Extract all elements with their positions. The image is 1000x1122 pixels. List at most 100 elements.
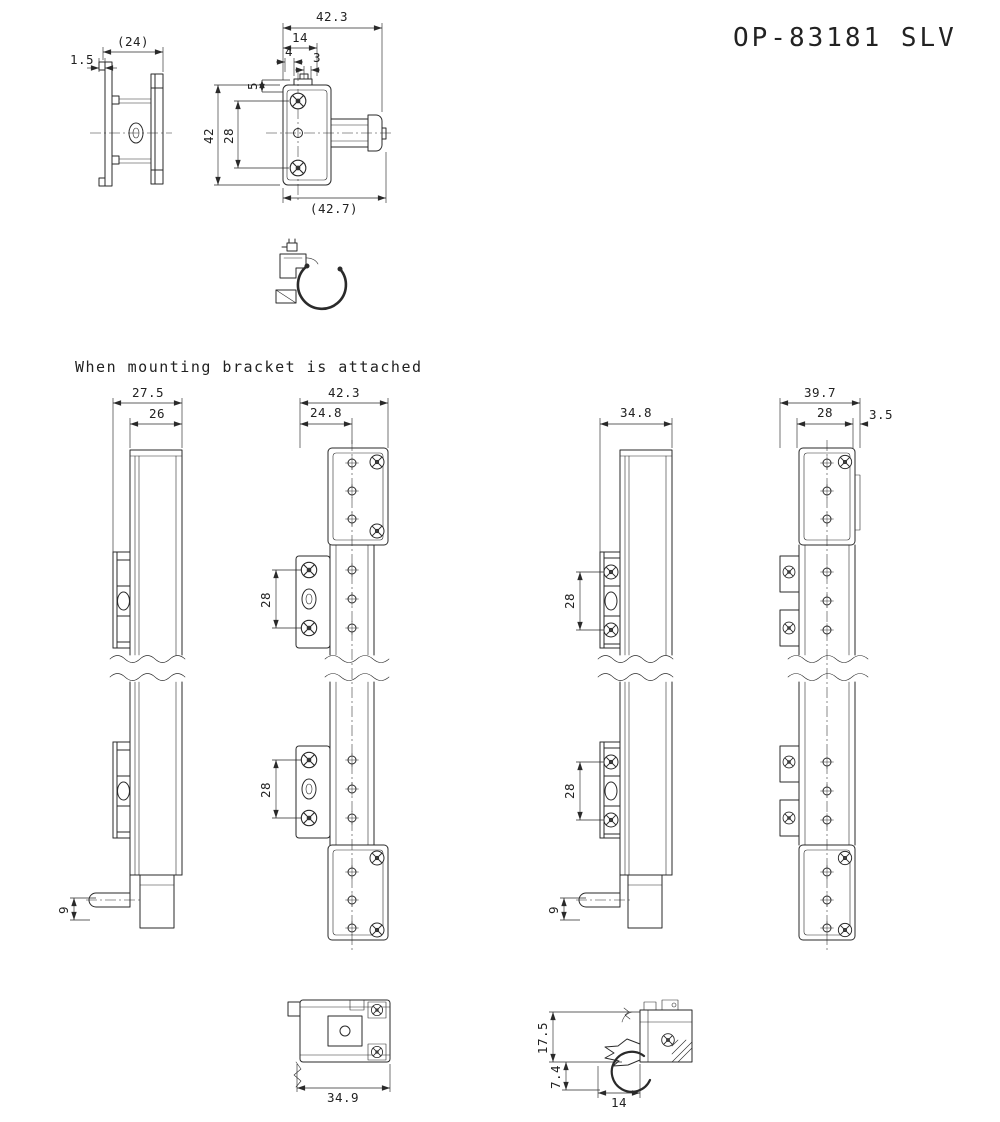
dim-edge-offset: 3.5 bbox=[869, 407, 893, 422]
attached-view-c: 34.8 28 bbox=[546, 405, 674, 929]
rail-body-upper bbox=[112, 449, 183, 656]
dim-body-width: 28 bbox=[817, 405, 833, 420]
hole-icon bbox=[820, 512, 834, 526]
rail-upper-block bbox=[327, 447, 389, 546]
dim-overall-width: 39.7 bbox=[804, 385, 836, 400]
dim-bracket-height: 17.5 bbox=[535, 1022, 550, 1054]
screw-icon bbox=[300, 809, 318, 827]
hole-icon bbox=[345, 484, 359, 498]
hole-icon bbox=[345, 512, 359, 526]
bottom-view-top: 34.9 bbox=[287, 999, 391, 1105]
hole-icon bbox=[820, 594, 834, 608]
hole-icon bbox=[820, 456, 834, 470]
screw-icon bbox=[603, 622, 619, 638]
side-view-dimension-lines bbox=[87, 47, 164, 72]
screw-icon bbox=[837, 454, 853, 470]
break-line bbox=[109, 673, 186, 681]
screw-icon bbox=[369, 850, 385, 866]
dim-overall-depth-ref: (42.7) bbox=[310, 201, 358, 216]
rail-body-lower bbox=[578, 681, 673, 929]
rail-body-lower bbox=[88, 681, 183, 929]
screw-icon bbox=[370, 1046, 384, 1058]
hole-icon bbox=[820, 921, 834, 935]
bracket-side-outline bbox=[604, 999, 693, 1093]
screw-icon bbox=[289, 92, 307, 110]
view-b-pitch-lower-dim bbox=[272, 759, 302, 819]
bracket-side-profile bbox=[98, 61, 164, 187]
dim-foot-height: 9 bbox=[546, 906, 561, 914]
rail-lower-block bbox=[327, 844, 389, 941]
view-d-dimension-lines bbox=[779, 398, 869, 448]
dim-screw-pitch: 28 bbox=[221, 128, 236, 144]
hole-icon bbox=[345, 893, 359, 907]
screw-icon bbox=[369, 922, 385, 938]
hole-icon bbox=[345, 921, 359, 935]
dim-overall-width: 27.5 bbox=[132, 385, 164, 400]
hole-icon bbox=[820, 865, 834, 879]
dim-width: 34.9 bbox=[327, 1090, 359, 1105]
wire-clip-arc bbox=[296, 264, 348, 311]
hole-icon bbox=[820, 565, 834, 579]
dim-overall-width: 34.8 bbox=[620, 405, 652, 420]
view-c-pitch-upper-dim bbox=[576, 571, 604, 631]
screw-icon bbox=[782, 621, 796, 635]
bottom-side-view-dims bbox=[549, 1011, 641, 1098]
hole-icon bbox=[345, 782, 359, 796]
screw-icon bbox=[369, 523, 385, 539]
dim-tab-width: 14 bbox=[292, 30, 308, 45]
dim-center-offset: 24.8 bbox=[310, 405, 342, 420]
view-c-pitch-lower-dim bbox=[576, 761, 604, 821]
dim-tab-width: 14 bbox=[611, 1095, 627, 1110]
rail-middle-upper bbox=[295, 544, 375, 656]
break-line bbox=[597, 673, 674, 681]
dim-clip-drop: 7.4 bbox=[548, 1065, 563, 1089]
wire-clip-arc bbox=[610, 1050, 652, 1093]
screw-icon bbox=[300, 561, 318, 579]
screw-icon bbox=[837, 922, 853, 938]
dim-offset-top: 5 bbox=[245, 82, 260, 90]
view-a-dimension-lines bbox=[112, 398, 183, 555]
front-view-dimension-lines bbox=[214, 23, 387, 203]
screw-icon bbox=[603, 564, 619, 580]
part-number-title: OP-83181 SLV bbox=[733, 23, 957, 53]
rail-lower-block bbox=[798, 844, 856, 941]
dim-screw-pitch-upper: 28 bbox=[562, 593, 577, 609]
break-line bbox=[324, 673, 390, 681]
view-b-dimension-lines bbox=[299, 398, 389, 448]
attached-view-b: 42.3 24.8 28 bbox=[258, 385, 390, 952]
detail-front-view: 42.3 14 4 3 5 42 28 (42.7) bbox=[201, 9, 394, 216]
hole-icon bbox=[345, 621, 359, 635]
attached-view-d: 39.7 28 3.5 bbox=[779, 385, 893, 952]
hole-icon bbox=[820, 813, 834, 827]
rail-middle-upper bbox=[779, 544, 856, 656]
view-b-pitch-upper-dim bbox=[272, 569, 302, 629]
screw-icon bbox=[300, 619, 318, 637]
hole-icon bbox=[345, 811, 359, 825]
hole-icon bbox=[820, 784, 834, 798]
hole-icon bbox=[345, 592, 359, 606]
dim-height: 42 bbox=[201, 128, 216, 144]
hole-icon bbox=[820, 755, 834, 769]
hole-icon bbox=[820, 623, 834, 637]
dim-screw-pitch-lower: 28 bbox=[258, 782, 273, 798]
bracket-front-profile bbox=[282, 73, 387, 186]
dim-width-ref: (24) bbox=[117, 34, 149, 49]
dim-overall-width: 42.3 bbox=[328, 385, 360, 400]
section-caption: When mounting bracket is attached bbox=[75, 358, 423, 376]
break-line bbox=[597, 655, 674, 663]
rail-middle-lower bbox=[779, 681, 856, 846]
bottom-view-side: 17.5 7.4 14 bbox=[535, 999, 693, 1110]
screw-icon bbox=[782, 811, 796, 825]
view-c-dimension-lines bbox=[599, 418, 673, 560]
screw-icon bbox=[289, 159, 307, 177]
screw-icon bbox=[782, 755, 796, 769]
detail-side-view: (24) 1.5 bbox=[70, 34, 172, 187]
bottom-top-view-dim bbox=[296, 1064, 391, 1092]
hole-icon bbox=[345, 865, 359, 879]
dim-screw-pitch-lower: 28 bbox=[562, 783, 577, 799]
screw-icon bbox=[661, 1033, 675, 1047]
screw-icon bbox=[837, 850, 853, 866]
hole-icon bbox=[820, 893, 834, 907]
